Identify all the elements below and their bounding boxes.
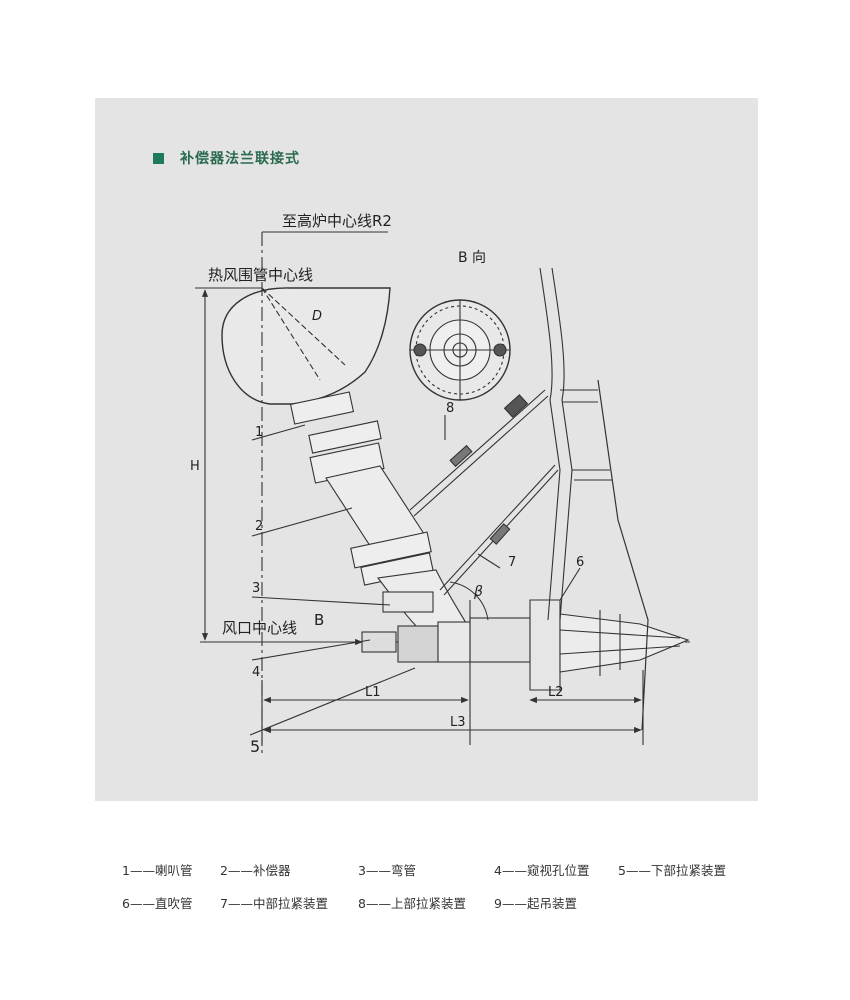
callout-6: 6 [576, 555, 584, 570]
dim-l3-label: L3 [450, 715, 466, 730]
callout-4: 4 [252, 665, 260, 680]
bustle-pipe-centerline-label: 热风围管中心线 [208, 266, 313, 284]
b-view-flange [409, 299, 511, 401]
legend-item: 7——中部拉紧装置 [220, 896, 328, 911]
legend-item: 8——上部拉紧装置 [358, 896, 466, 911]
callout-3: 3 [252, 581, 260, 596]
dim-l1-label: L1 [365, 685, 381, 700]
bustle-pipe [221, 287, 391, 405]
callout-7: 7 [508, 555, 516, 570]
b-view-label: B 向 [458, 250, 486, 266]
legend-item: 3——弯管 [358, 863, 416, 878]
heading-square-icon [153, 152, 164, 164]
legend-item: 9——起吊装置 [494, 896, 577, 911]
upper-tie-rod [409, 389, 546, 511]
dim-d-label: D [312, 309, 322, 324]
callout-2: 2 [255, 519, 263, 534]
legend-item: 1——喇叭管 [122, 863, 193, 878]
callout-8: 8 [446, 401, 454, 416]
callout-5: 5 [250, 737, 260, 756]
legend-item: 6——直吹管 [122, 896, 193, 911]
legend-item: 5——下部拉紧装置 [618, 863, 726, 878]
furnace-centerline-label: 至高炉中心线R2 [282, 212, 392, 230]
legend-item: 2——补偿器 [220, 863, 291, 878]
dim-l2-label: L2 [548, 685, 564, 700]
middle-tie-rod [439, 464, 556, 591]
tuyere [529, 599, 561, 691]
tuyere-centerline-label: 风口中心线 [222, 619, 297, 637]
section-heading: 补偿器法兰联接式 [153, 148, 300, 168]
legend-item: 4——窥视孔位置 [494, 863, 590, 878]
angle-beta-label: β [473, 584, 483, 600]
callout-1: 1 [255, 425, 263, 440]
heading-text: 补偿器法兰联接式 [180, 151, 300, 167]
dim-h-label: H [190, 459, 200, 474]
b-arrow-label: B [314, 611, 324, 629]
